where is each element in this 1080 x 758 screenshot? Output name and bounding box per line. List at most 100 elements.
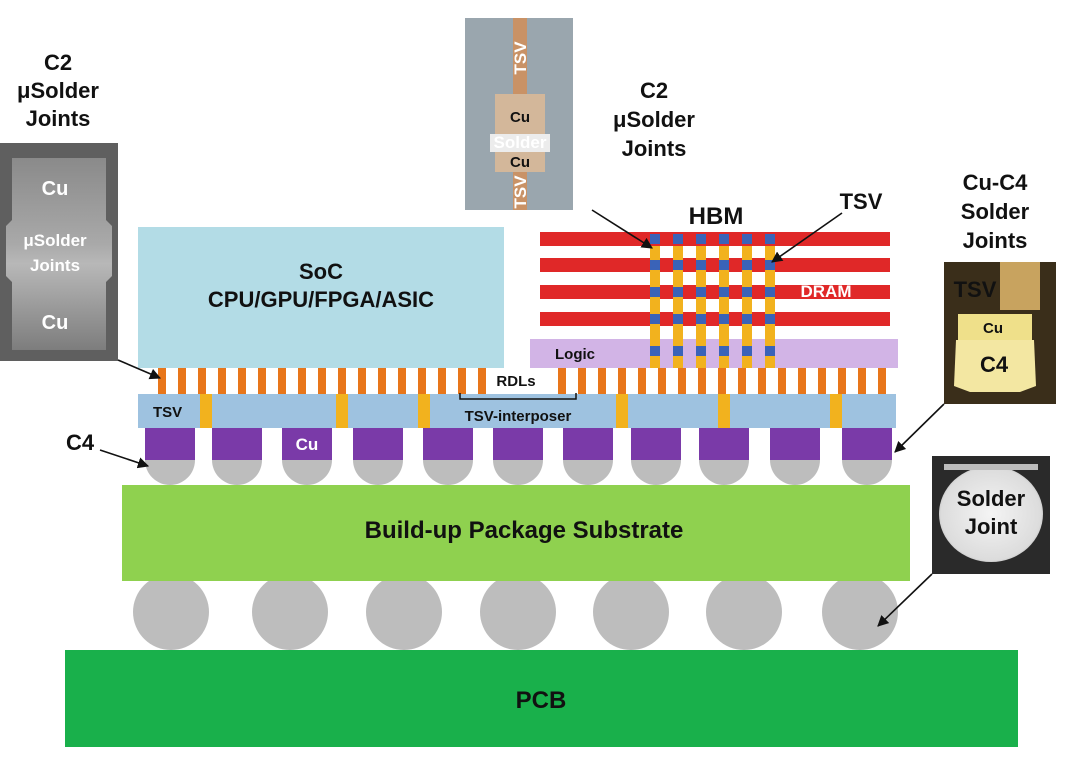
via-dot — [696, 287, 706, 297]
interposer-tsv — [336, 394, 348, 428]
bga-ball — [706, 574, 782, 650]
bga-ball — [366, 574, 442, 650]
pcb-layer — [65, 650, 1018, 747]
substrate-label: Build-up Package Substrate — [365, 517, 684, 544]
cu-pads — [145, 428, 892, 460]
dram-layer — [540, 258, 890, 272]
microbump — [218, 368, 226, 394]
bga-ball — [480, 574, 556, 650]
via-dot — [650, 346, 660, 356]
c2-left-label-line2: μSolder — [17, 78, 99, 103]
cu-pad — [699, 428, 749, 460]
solder-joint-ball — [939, 466, 1043, 562]
cu-pad — [145, 428, 195, 460]
hbm-tsv — [650, 246, 660, 368]
left-micrograph-body — [6, 158, 112, 350]
via-dot — [719, 346, 729, 356]
microbump — [798, 368, 806, 394]
c2-top-label-line3: Joints — [622, 136, 687, 161]
interposer-tsv — [418, 394, 430, 428]
solder-joint-top-bar — [944, 464, 1038, 470]
interposer-tsv — [718, 394, 730, 428]
top-micro-tsv-bottom: TSV — [511, 175, 530, 209]
via-dot — [650, 234, 660, 244]
top-micro-cu-upper — [495, 94, 545, 136]
microbump — [178, 368, 186, 394]
top-micro-cu-top: Cu — [510, 109, 530, 126]
rdls-bracket — [459, 393, 577, 400]
hbm-tsv-columns — [650, 246, 775, 368]
cu-pad-label: Cu — [296, 435, 319, 454]
rdl-microbumps — [158, 368, 886, 394]
soc-label-line2: CPU/GPU/FPGA/ASIC — [208, 287, 434, 312]
microbump — [638, 368, 646, 394]
microbump — [878, 368, 886, 394]
top-micro-cu-bottom: Cu — [510, 154, 530, 171]
via-dot — [696, 234, 706, 244]
arrow-c4-label-to-bump — [99, 449, 150, 469]
microbump — [818, 368, 826, 394]
c4-label: C4 — [66, 430, 95, 455]
bga-ball — [252, 574, 328, 650]
c2-top-label-line1: C2 — [640, 78, 668, 103]
arrows — [99, 209, 945, 627]
hbm-label: HBM — [689, 203, 744, 230]
microbump — [158, 368, 166, 394]
solder-joint-label-line1: Solder — [957, 486, 1026, 511]
soc-label-line1: SoC — [299, 259, 343, 284]
hbm-tsv — [673, 246, 683, 368]
cu-pad — [563, 428, 613, 460]
dram-layer — [540, 285, 890, 299]
microbump — [298, 368, 306, 394]
via-dot — [673, 287, 683, 297]
left-micro-solder-1: μSolder — [23, 231, 87, 250]
microbump — [578, 368, 586, 394]
microbump — [558, 368, 566, 394]
hbm-dram-stack — [540, 232, 890, 326]
left-micro-cu-bottom: Cu — [42, 312, 69, 334]
microbump — [458, 368, 466, 394]
microbump — [618, 368, 626, 394]
arrow-top-micro-to-hbm — [591, 209, 653, 249]
right-micro-tsv — [1000, 262, 1040, 310]
c2-left-label-line3: Joints — [26, 106, 91, 131]
left-micrograph: Cu μSolder Joints Cu — [0, 143, 118, 361]
arrow-solder-joint-to-ball — [877, 573, 933, 627]
microbump — [358, 368, 366, 394]
microbump — [698, 368, 706, 394]
left-micro-cu-top: Cu — [42, 178, 69, 200]
top-micro-solder-label: Solder — [494, 133, 547, 152]
top-micrograph: TSV Cu Solder Cu TSV — [465, 18, 573, 210]
cuc4-label-line1: Cu-C4 — [963, 170, 1029, 195]
cu-pad — [423, 428, 473, 460]
c2-top-label-line2: μSolder — [613, 107, 695, 132]
right-micro-tsv-label: TSV — [954, 277, 997, 302]
via-dot — [719, 287, 729, 297]
microbump — [418, 368, 426, 394]
dram-layer — [540, 312, 890, 326]
bga-ball — [593, 574, 669, 650]
microbump — [598, 368, 606, 394]
pcb-label: PCB — [516, 687, 567, 714]
via-dot — [765, 260, 775, 270]
microbump — [718, 368, 726, 394]
hbm-tsv — [765, 246, 775, 368]
microbump — [478, 368, 486, 394]
via-dot — [765, 314, 775, 324]
soc-die — [138, 227, 504, 368]
via-dot — [696, 260, 706, 270]
cu-pad — [493, 428, 543, 460]
cuc4-label-line2: Solder — [961, 199, 1030, 224]
interposer-tsv — [830, 394, 842, 428]
microbump — [198, 368, 206, 394]
via-dot — [765, 234, 775, 244]
microbump — [318, 368, 326, 394]
cu-pad — [631, 428, 681, 460]
cu-pad — [282, 428, 332, 460]
top-micro-cu-lower — [495, 152, 545, 172]
via-dot — [719, 260, 729, 270]
via-dot — [765, 287, 775, 297]
tsv-left-label: TSV — [153, 404, 182, 421]
microbump — [338, 368, 346, 394]
